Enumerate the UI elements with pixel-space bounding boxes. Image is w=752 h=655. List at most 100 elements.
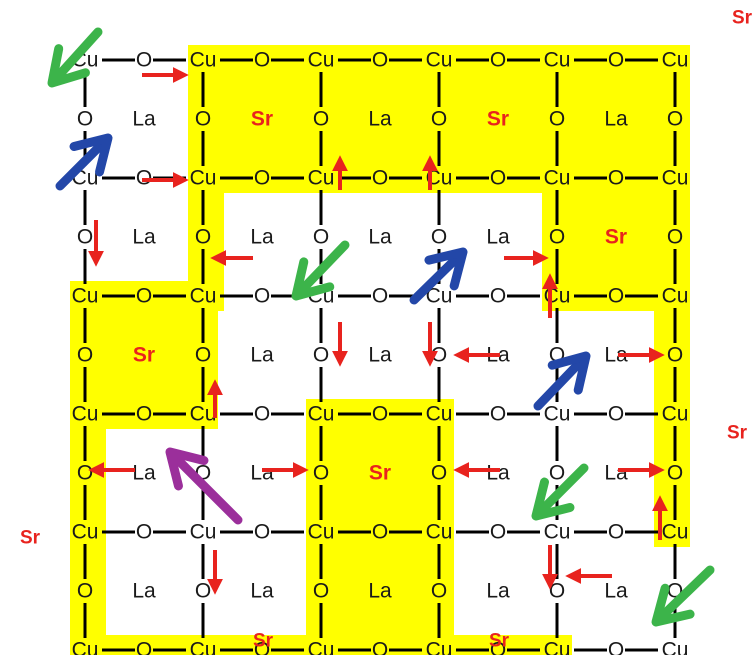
o-atom: O	[313, 462, 329, 485]
la-atom: La	[604, 580, 628, 603]
blue-displacement-arrow	[409, 247, 468, 305]
green-displacement-arrow	[531, 463, 589, 521]
la-atom: La	[250, 462, 274, 485]
sr-atom: Sr	[605, 226, 627, 249]
cu-atom: Cu	[544, 285, 571, 308]
la-atom: La	[486, 580, 510, 603]
o-atom: O	[313, 580, 329, 603]
sr-atom-outer: Sr	[727, 423, 748, 444]
o-atom: O	[372, 49, 388, 72]
cu-atom: Cu	[544, 403, 571, 426]
la-atom: La	[486, 226, 510, 249]
la-atom: La	[132, 580, 156, 603]
highlight-region	[306, 399, 454, 655]
cu-atom: Cu	[662, 521, 689, 544]
o-atom: O	[195, 344, 211, 367]
cu-atom: Cu	[662, 285, 689, 308]
cu-atom: Cu	[190, 49, 217, 72]
o-atom: O	[372, 285, 388, 308]
la-atom: La	[604, 344, 628, 367]
o-atom: O	[431, 226, 447, 249]
o-atom: O	[608, 521, 624, 544]
o-atom: O	[608, 403, 624, 426]
cu-atom: Cu	[544, 49, 571, 72]
la-atom: La	[486, 462, 510, 485]
sr-atom: Sr	[133, 344, 155, 367]
o-atom: O	[254, 167, 270, 190]
cu-atom: Cu	[72, 521, 99, 544]
highlight-region	[70, 399, 106, 655]
cu-atom: Cu	[190, 521, 217, 544]
green-displacement-arrow	[291, 240, 350, 301]
o-atom: O	[667, 108, 683, 131]
la-atom: La	[132, 226, 156, 249]
highlight-region	[70, 635, 336, 655]
o-atom: O	[77, 108, 93, 131]
cu-atom: Cu	[308, 167, 335, 190]
o-atom: O	[490, 285, 506, 308]
o-atom: O	[431, 462, 447, 485]
o-atom: O	[254, 639, 270, 655]
o-atom: O	[490, 521, 506, 544]
cu-atom: Cu	[426, 639, 453, 655]
cu-atom: Cu	[72, 285, 99, 308]
la-atom: La	[132, 108, 156, 131]
o-atom: O	[667, 226, 683, 249]
cu-atom: Cu	[662, 49, 689, 72]
o-atom: O	[254, 49, 270, 72]
cu-atom: Cu	[544, 639, 571, 655]
la-atom: La	[604, 462, 628, 485]
green-displacement-arrow	[47, 27, 103, 88]
purple-displacement-arrow	[165, 447, 243, 525]
la-atom: La	[250, 344, 274, 367]
cu-atom: Cu	[72, 403, 99, 426]
la-atom: La	[250, 226, 274, 249]
o-atom: O	[313, 226, 329, 249]
cu-atom: Cu	[190, 639, 217, 655]
la-atom: La	[368, 580, 392, 603]
o-atom: O	[608, 285, 624, 308]
cu-atom: Cu	[662, 403, 689, 426]
highlight-region	[542, 281, 690, 311]
cu-atom: Cu	[308, 49, 335, 72]
o-atom: O	[549, 108, 565, 131]
o-atom: O	[372, 521, 388, 544]
o-atom: O	[549, 462, 565, 485]
o-atom: O	[608, 639, 624, 655]
o-atom: O	[136, 285, 152, 308]
highlight-region	[306, 635, 572, 655]
la-atom: La	[132, 462, 156, 485]
o-atom: O	[136, 521, 152, 544]
sr-atom: Sr	[251, 108, 273, 131]
sr-atom-outer: Sr	[489, 631, 510, 652]
o-atom: O	[77, 226, 93, 249]
la-atom: La	[368, 226, 392, 249]
o-atom: O	[667, 344, 683, 367]
blue-displacement-arrow	[533, 351, 591, 411]
sr-atom-outer: Sr	[20, 528, 41, 549]
sr-atom: Sr	[369, 462, 391, 485]
cu-atom: Cu	[544, 521, 571, 544]
cu-atom: Cu	[544, 167, 571, 190]
sr-atom-outer: Sr	[253, 631, 274, 652]
cu-atom: Cu	[426, 403, 453, 426]
cu-atom: Cu	[308, 521, 335, 544]
o-atom: O	[77, 462, 93, 485]
la-atom: La	[368, 108, 392, 131]
la-atom: La	[250, 580, 274, 603]
o-atom: O	[490, 49, 506, 72]
o-atom: O	[254, 403, 270, 426]
cu-atom: Cu	[190, 167, 217, 190]
o-atom: O	[431, 108, 447, 131]
cu-atom: Cu	[72, 639, 99, 655]
cu-atom: Cu	[190, 285, 217, 308]
sr-atom-outer: Sr	[732, 8, 752, 29]
o-atom: O	[490, 639, 506, 655]
o-atom: O	[254, 521, 270, 544]
o-atom: O	[372, 639, 388, 655]
o-atom: O	[77, 344, 93, 367]
sr-atom: Sr	[487, 108, 509, 131]
o-atom: O	[195, 108, 211, 131]
la-atom: La	[604, 108, 628, 131]
